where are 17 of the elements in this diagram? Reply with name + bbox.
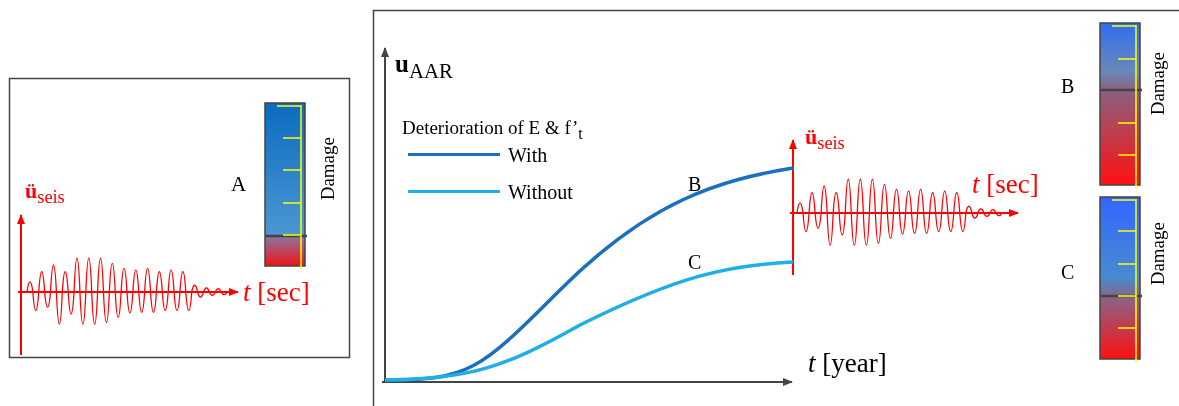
- axis-label: t [sec]: [243, 279, 310, 306]
- axis-label: u$_{AAR}$: [395, 51, 453, 82]
- panel-letter: B: [1061, 76, 1075, 96]
- curve-label: B: [688, 174, 702, 194]
- panel-letter: A: [231, 174, 247, 195]
- gauge-label: Damage: [1148, 52, 1167, 116]
- axis-label: t [sec]: [972, 171, 1039, 198]
- panel-letter: C: [1061, 262, 1075, 282]
- axis-label: ü$_{seis}$: [805, 126, 845, 153]
- legend-title: Deterioration of E & f’$_{t}$: [402, 118, 583, 142]
- axis-label: ü$_{seis}$: [25, 180, 65, 207]
- axis-label: t [year]: [808, 350, 887, 377]
- gauge-label: Damage: [1148, 222, 1167, 286]
- legend-text: With: [508, 145, 548, 165]
- curve-label: C: [688, 252, 702, 272]
- legend-text: Without: [508, 182, 573, 202]
- gauge-label: Damage: [318, 137, 337, 201]
